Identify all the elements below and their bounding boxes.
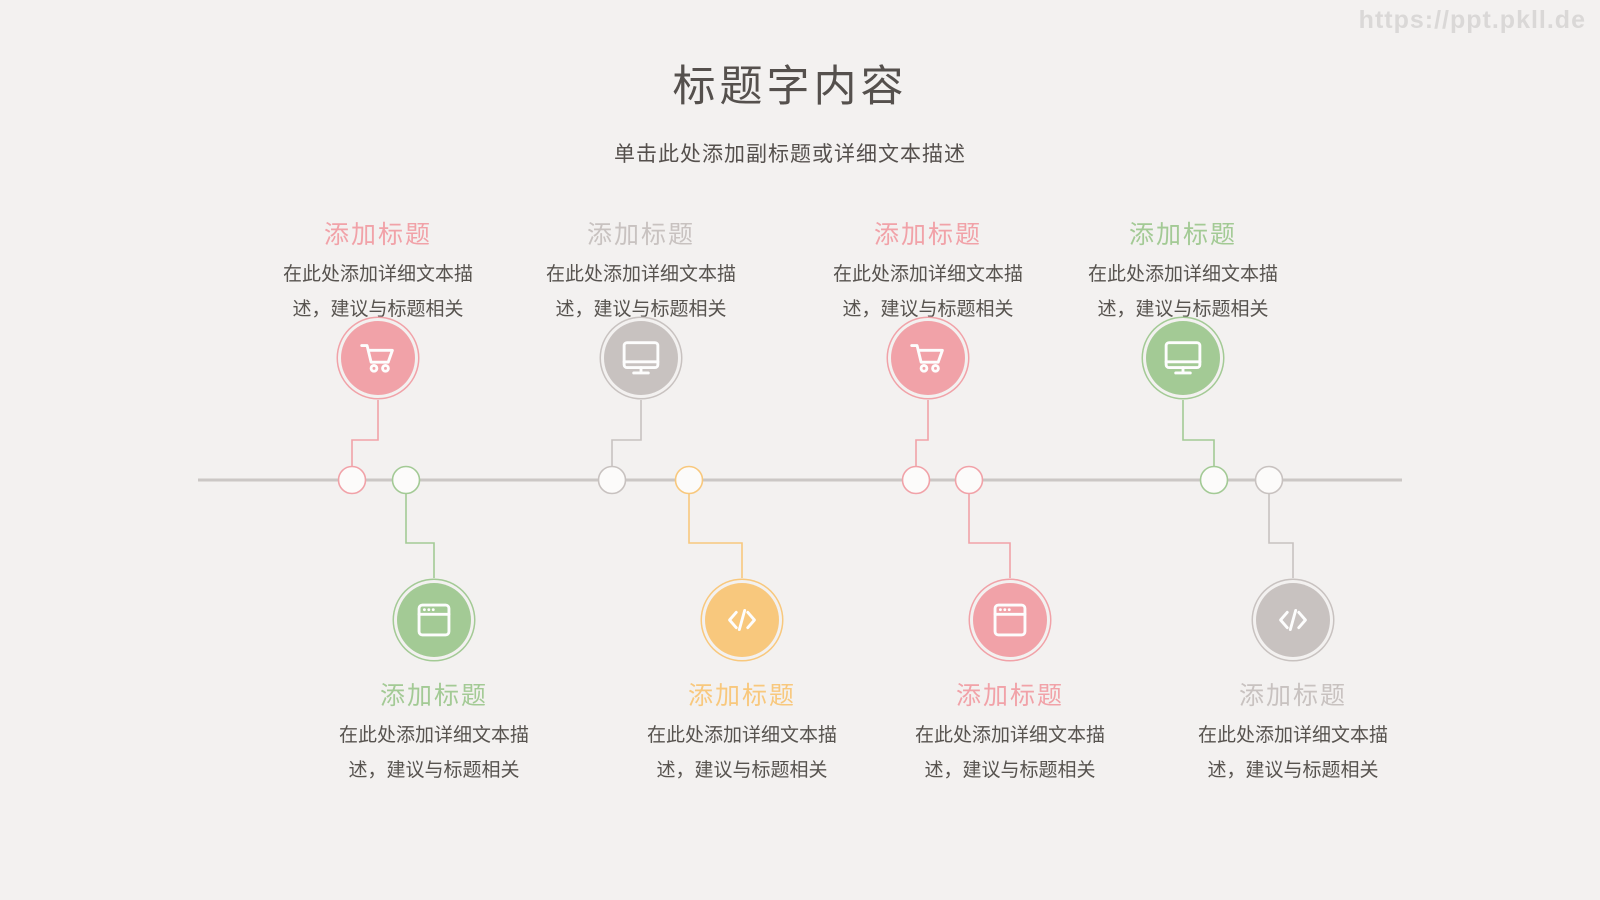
- item-icon-bubble: [341, 321, 415, 395]
- connector-top-3: [915, 400, 929, 466]
- item-icon-bubble: [397, 583, 471, 657]
- item-title: 添加标题: [323, 221, 432, 249]
- monitor-icon: [1160, 335, 1206, 381]
- timeline-node-8: [1254, 465, 1284, 495]
- item-icon-bubble: [891, 321, 965, 395]
- item-description: 在此处添加详细文本描述，建议与标题相关: [338, 725, 529, 781]
- item-title: 添加标题: [379, 682, 488, 710]
- code-icon: [719, 597, 765, 643]
- monitor-icon: [618, 335, 664, 381]
- item-description: 在此处添加详细文本描述，建议与标题相关: [1087, 264, 1278, 320]
- item-title: 添加标题: [687, 682, 796, 710]
- item-icon-bubble: [973, 583, 1047, 657]
- timeline-node-7: [1199, 465, 1229, 495]
- code-icon: [1270, 597, 1316, 643]
- timeline-node-5: [901, 465, 931, 495]
- item-description: 在此处添加详细文本描述，建议与标题相关: [646, 725, 837, 781]
- connector-bottom-3: [968, 494, 1011, 578]
- timeline-node-2: [391, 465, 421, 495]
- cart-icon: [355, 335, 401, 381]
- timeline-item-text: 添加标题 在此处添加详细文本描述，建议与标题相关: [314, 676, 554, 788]
- item-title: 添加标题: [586, 221, 695, 249]
- item-icon-bubble: [705, 583, 779, 657]
- timeline-item-text: 添加标题 在此处添加详细文本描述，建议与标题相关: [622, 676, 862, 788]
- item-title: 添加标题: [955, 682, 1064, 710]
- item-title: 添加标题: [1238, 682, 1347, 710]
- item-title: 添加标题: [1128, 221, 1237, 249]
- timeline-node-3: [597, 465, 627, 495]
- item-icon-bubble: [1256, 583, 1330, 657]
- item-description: 在此处添加详细文本描述，建议与标题相关: [282, 264, 473, 320]
- item-description: 在此处添加详细文本描述，建议与标题相关: [545, 264, 736, 320]
- timeline-node-4: [674, 465, 704, 495]
- window-icon: [987, 597, 1033, 643]
- slide-header: 标题字内容 单击此处添加副标题或详细文本描述: [0, 52, 1580, 168]
- page-title: 标题字内容: [672, 63, 908, 111]
- timeline-node-6: [954, 465, 984, 495]
- item-description: 在此处添加详细文本描述，建议与标题相关: [914, 725, 1105, 781]
- item-description: 在此处添加详细文本描述，建议与标题相关: [1197, 725, 1388, 781]
- timeline-node-1: [337, 465, 367, 495]
- timeline-item-text: 添加标题 在此处添加详细文本描述，建议与标题相关: [521, 215, 761, 327]
- connector-top-2: [611, 400, 642, 466]
- timeline-item-text: 添加标题 在此处添加详细文本描述，建议与标题相关: [808, 215, 1048, 327]
- timeline-item-text: 添加标题 在此处添加详细文本描述，建议与标题相关: [890, 676, 1130, 788]
- connector-bottom-4: [1268, 494, 1294, 578]
- item-icon-bubble: [1146, 321, 1220, 395]
- item-description: 在此处添加详细文本描述，建议与标题相关: [832, 264, 1023, 320]
- connector-top-1: [351, 400, 379, 466]
- watermark: https://ppt.pkll.de: [1358, 6, 1586, 34]
- connector-bottom-1: [405, 494, 435, 578]
- item-icon-bubble: [604, 321, 678, 395]
- page-subtitle: 单击此处添加副标题或详细文本描述: [614, 143, 966, 166]
- timeline-item-text: 添加标题 在此处添加详细文本描述，建议与标题相关: [1173, 676, 1413, 788]
- item-title: 添加标题: [873, 221, 982, 249]
- connector-bottom-2: [688, 494, 743, 578]
- timeline-item-text: 添加标题 在此处添加详细文本描述，建议与标题相关: [1063, 215, 1303, 327]
- timeline-item-text: 添加标题 在此处添加详细文本描述，建议与标题相关: [258, 215, 498, 327]
- cart-icon: [905, 335, 951, 381]
- window-icon: [411, 597, 457, 643]
- connector-top-4: [1182, 400, 1215, 466]
